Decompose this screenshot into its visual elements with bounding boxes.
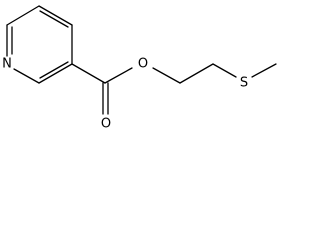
bond-carbonyl-ester-o xyxy=(104,67,133,84)
atom-label-ester-oxygen: O xyxy=(138,57,148,72)
chemical-structure: N O O S xyxy=(2,5,277,132)
bond-c1-c2-inner xyxy=(39,10,69,28)
bond-c6-c1 xyxy=(6,5,40,26)
bond-s-ch3 xyxy=(251,63,277,78)
bond-ch2-ch2 xyxy=(179,63,214,84)
bond-c4-n xyxy=(13,68,40,84)
bond-c3-c4-inner xyxy=(39,61,69,79)
bond-ring-carbonyl xyxy=(71,63,106,84)
bond-c1-c2 xyxy=(38,5,73,26)
atom-label-nitrogen: N xyxy=(2,57,12,72)
side-chain xyxy=(71,63,277,115)
bond-ester-o-ch2 xyxy=(152,67,181,84)
pyridine-ring xyxy=(6,5,73,84)
bond-c3-c4 xyxy=(38,63,73,84)
atom-label-carbonyl-oxygen: O xyxy=(101,117,111,132)
bond-ch2-s xyxy=(212,63,237,78)
atom-label-sulfur: S xyxy=(240,76,248,91)
